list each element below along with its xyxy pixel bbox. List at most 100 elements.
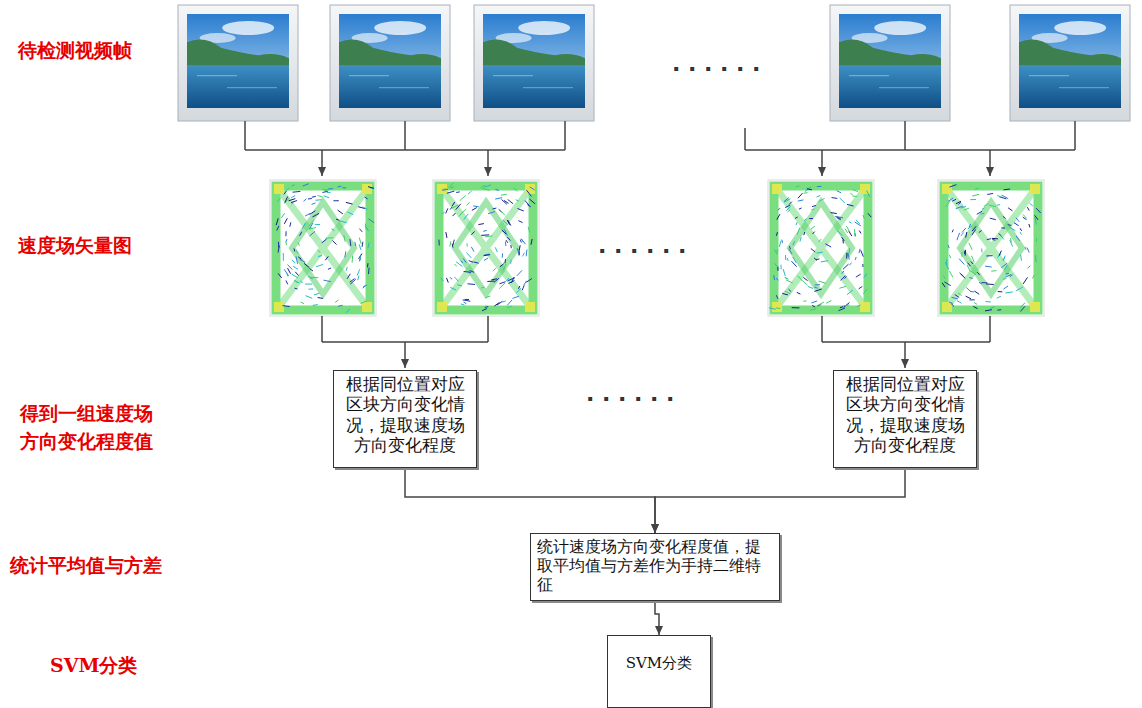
flow-vector — [817, 196, 821, 198]
flow-vector — [811, 301, 817, 303]
flow-vector — [868, 213, 871, 217]
flow-vector — [849, 248, 850, 253]
flow-vector — [1020, 303, 1025, 308]
diamond-band — [790, 202, 852, 294]
flow-vector — [456, 262, 462, 267]
flow-vector — [847, 290, 853, 295]
flow-vector — [863, 289, 867, 294]
flow-vector — [992, 239, 995, 241]
corner-patch — [942, 302, 952, 312]
flow-vector — [809, 218, 813, 219]
flow-vector — [352, 256, 353, 263]
flow-vector — [520, 240, 521, 243]
flow-vector — [308, 276, 313, 279]
flow-vector — [815, 284, 820, 285]
flow-vector — [459, 213, 462, 216]
flow-vector — [987, 238, 991, 240]
flow-vector — [495, 247, 497, 252]
flow-vector — [981, 213, 985, 215]
flow-vector — [796, 222, 797, 225]
flow-vector — [285, 231, 286, 236]
flow-vector — [842, 271, 844, 274]
flow-vector — [793, 257, 796, 263]
flow-arrow — [405, 468, 655, 533]
water — [1019, 66, 1121, 108]
flow-vector — [308, 198, 312, 200]
water — [839, 66, 941, 108]
flow-vector — [797, 292, 801, 294]
flow-vector — [779, 241, 781, 247]
flow-vector — [523, 253, 525, 257]
flow-vector — [277, 226, 279, 231]
flow-vector — [861, 250, 864, 256]
sky — [839, 14, 941, 108]
flow-vector — [315, 199, 321, 201]
edge-band — [774, 186, 868, 310]
flow-vector — [808, 286, 813, 288]
flow-vector — [971, 291, 975, 293]
flow-vector — [1014, 223, 1019, 226]
flow-vector — [817, 302, 824, 306]
flow-vector — [483, 230, 487, 232]
flow-vector — [848, 253, 849, 260]
flow-vector — [309, 228, 316, 229]
flow-vector — [481, 185, 485, 188]
flow-vector — [284, 269, 288, 275]
flow-vector — [795, 217, 798, 219]
flow-vector — [817, 305, 821, 306]
row-label: SVM分类 — [50, 652, 138, 680]
flow-vector — [286, 242, 287, 245]
flow-vector — [969, 243, 972, 250]
flow-vector — [514, 188, 518, 191]
flow-vector — [850, 193, 853, 195]
flow-vector — [793, 241, 795, 245]
flow-vector — [952, 297, 958, 299]
flow-vector — [989, 205, 996, 206]
flow-vector — [840, 307, 843, 308]
flow-vector — [502, 212, 505, 216]
flow-vector — [325, 256, 328, 260]
flow-vector — [1002, 195, 1009, 199]
flow-vector — [512, 296, 518, 298]
map-border — [433, 180, 539, 316]
flow-vector — [942, 283, 945, 287]
wave — [879, 87, 929, 88]
mountain — [483, 39, 585, 65]
flow-vector — [985, 266, 992, 268]
flow-vector — [1027, 207, 1029, 210]
flow-vector — [844, 303, 850, 308]
flow-vector — [807, 188, 812, 190]
map-border — [768, 180, 874, 316]
frame-border — [474, 5, 594, 121]
row-label: 统计平均值与方差 — [10, 552, 162, 580]
flow-vector — [972, 256, 975, 263]
flow-vector — [841, 276, 845, 281]
flow-vector — [281, 213, 284, 218]
flow-vector — [368, 219, 374, 223]
flow-vector — [810, 309, 816, 311]
flow-vector — [799, 208, 802, 209]
flow-vector — [501, 194, 507, 196]
flow-vector — [518, 221, 522, 223]
flow-vector — [324, 196, 330, 198]
flow-vector — [482, 188, 489, 190]
velocity-field-map — [768, 180, 874, 316]
flow-vector — [522, 285, 524, 290]
flow-vector — [456, 204, 461, 210]
flow-vector — [300, 281, 303, 283]
flow-vector — [971, 261, 973, 263]
flow-vector — [461, 304, 465, 305]
corner-patch — [274, 302, 284, 312]
flow-vector — [474, 262, 479, 263]
flow-vector — [818, 198, 824, 201]
flow-vector — [951, 304, 954, 307]
flow-vector — [803, 232, 805, 235]
flow-vector — [774, 263, 779, 268]
flow-vector — [494, 302, 499, 306]
diagonal-band — [441, 188, 531, 308]
flow-vector — [358, 276, 359, 281]
process-box: 根据同位置对应区块方向变化情况，提取速度场方向变化程度 — [333, 370, 477, 468]
flow-vector — [442, 212, 445, 214]
flow-vector — [958, 293, 962, 296]
